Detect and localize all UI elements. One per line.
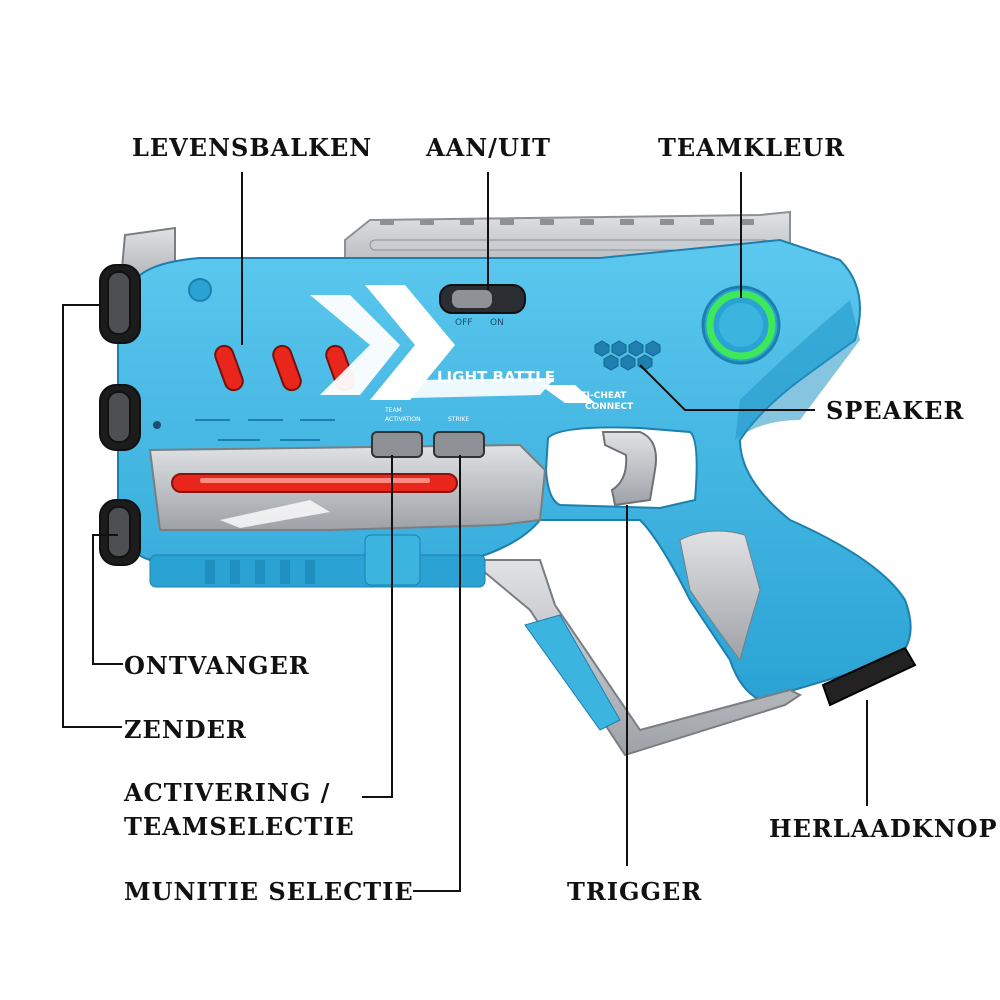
anti-cheat-text: ANTI-CHEAT — [566, 391, 627, 401]
power-switch: OFF ON — [439, 284, 526, 328]
label-levensbalken: LEVENSBALKEN — [132, 133, 373, 162]
chevron-decals — [310, 285, 595, 403]
grip-inset — [679, 530, 761, 662]
label-munitie-selectie: MUNITIE SELECTIE — [124, 877, 414, 906]
side-screw — [188, 278, 212, 302]
activation-buttons: TEAM ACTIVATION STRIKE — [371, 407, 485, 458]
brand-text: LIGHT BATTLE — [437, 368, 555, 386]
connect-text: CONNECT — [585, 402, 634, 412]
label-zender: ZENDER — [124, 715, 247, 744]
label-teamselectie: TEAMSELECTIE — [124, 812, 355, 841]
label-teamkleur: TEAMKLEUR — [658, 133, 846, 162]
label-activering: ACTIVERING / — [124, 778, 331, 807]
btn-activation-text: ACTIVATION — [385, 416, 421, 423]
btn-team-text: TEAM — [384, 407, 402, 414]
trigger — [601, 431, 657, 507]
label-ontvanger: ONTVANGER — [124, 651, 310, 680]
callout-lines — [62, 172, 868, 892]
lens-stack — [99, 264, 141, 566]
trigger-opening — [544, 426, 698, 510]
reload-button — [821, 646, 917, 707]
label-herlaadknop: HERLAADKNOP — [769, 814, 998, 843]
label-trigger: TRIGGER — [567, 877, 703, 906]
btn-strike-text: STRIKE — [448, 416, 469, 423]
rail-notches — [380, 219, 754, 225]
label-speaker: SPEAKER — [826, 396, 965, 425]
label-aan-uit: AAN/UIT — [426, 133, 551, 162]
speaker-grille — [594, 340, 661, 371]
switch-off-text: OFF — [455, 318, 472, 328]
switch-on-text: ON — [490, 318, 504, 328]
